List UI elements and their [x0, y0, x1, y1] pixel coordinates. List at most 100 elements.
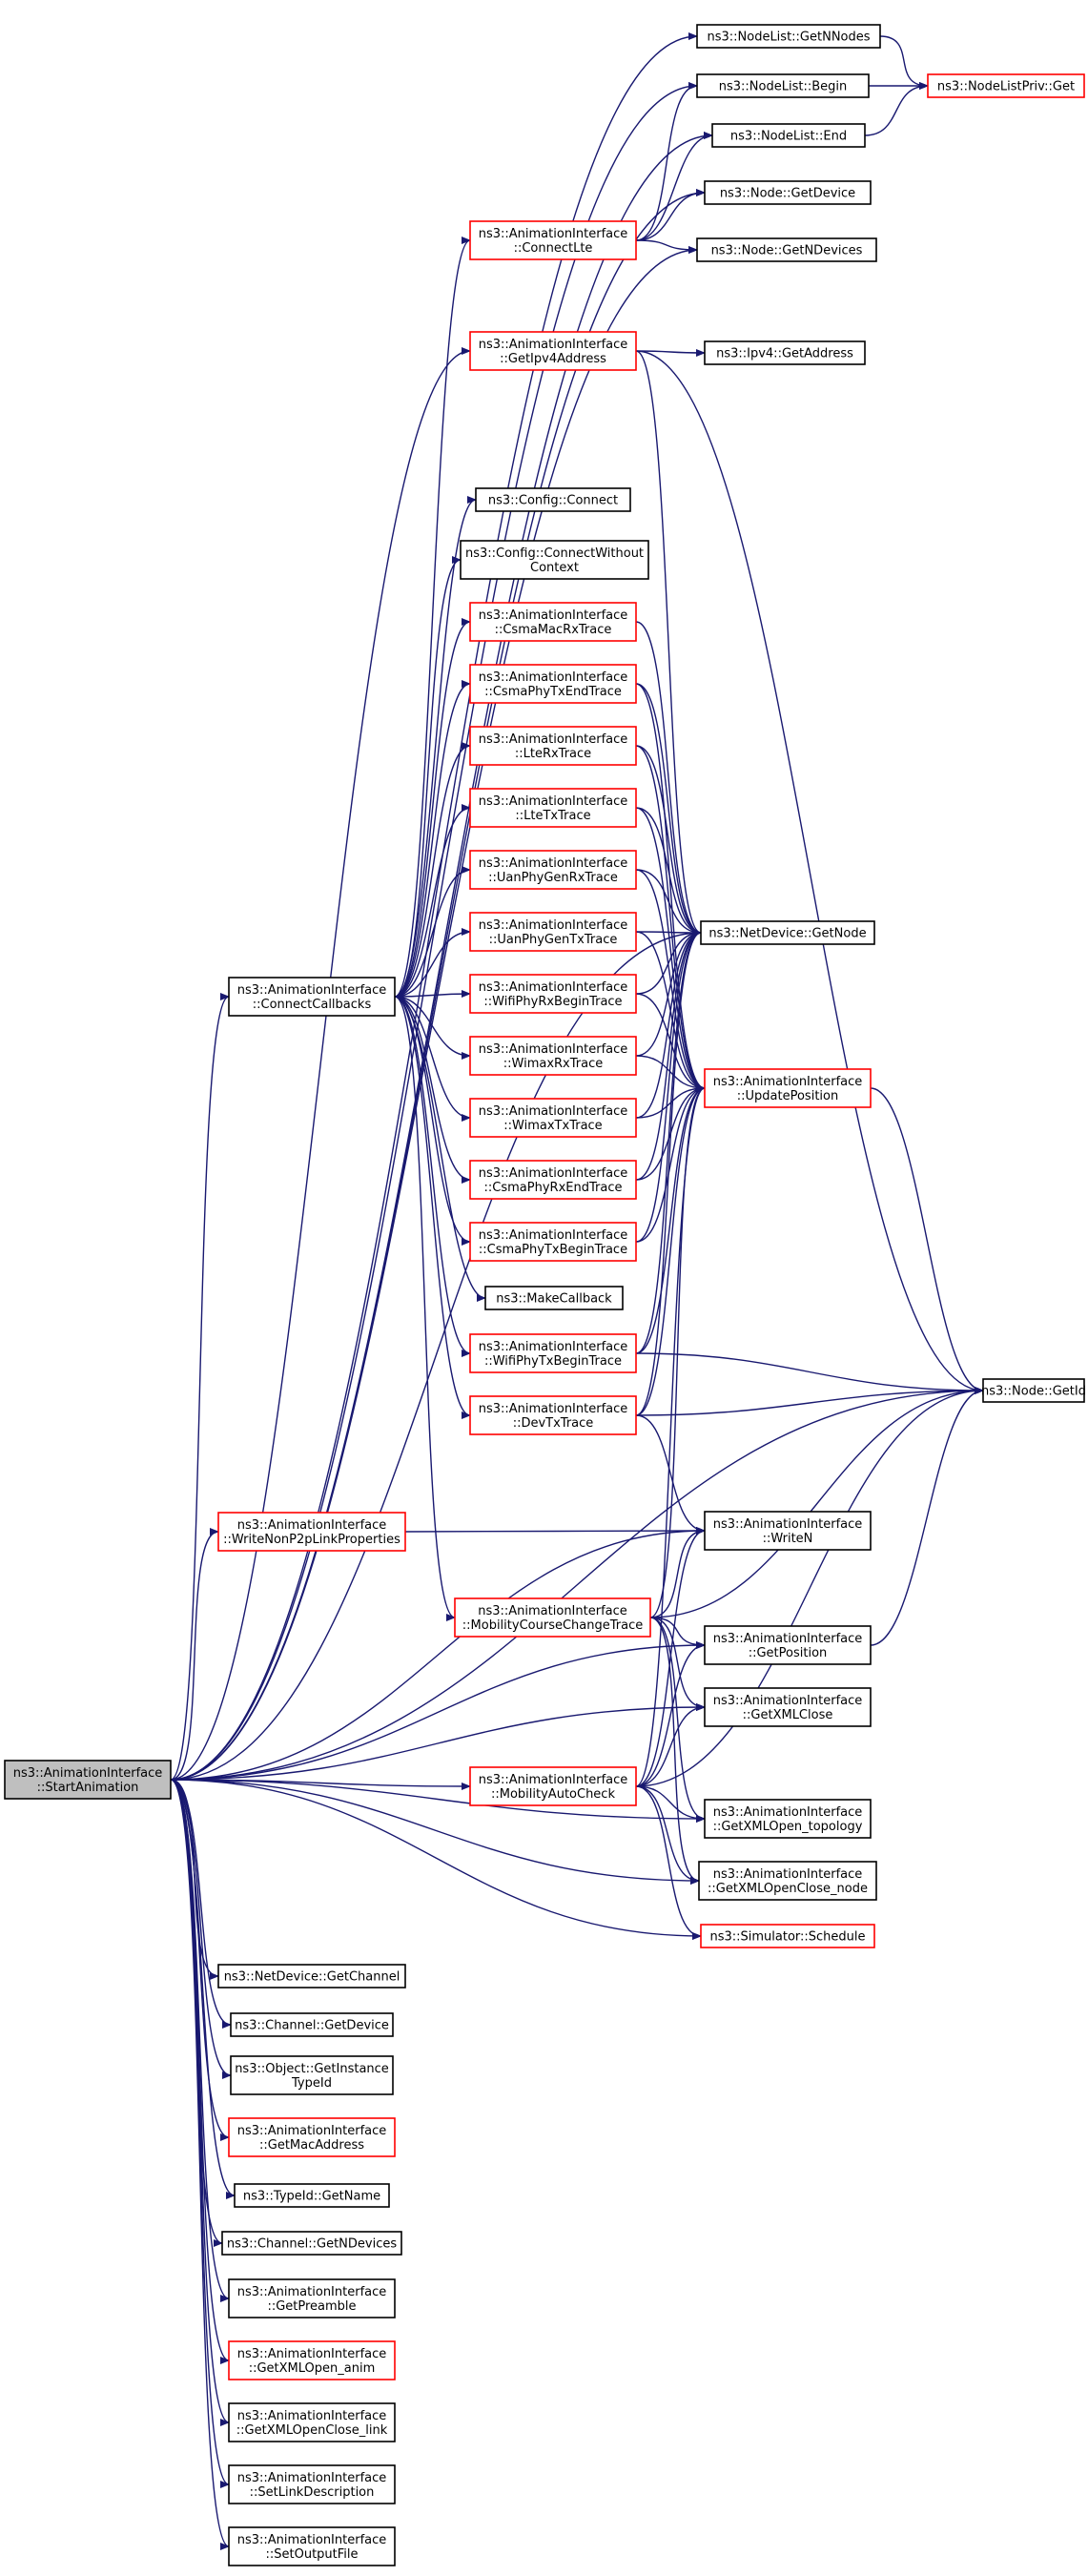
node-box: [228, 2340, 396, 2380]
edge-connectcb-to-connectlte: [394, 237, 471, 998]
edge-csmatxbegin-to-netdevgetnode: [635, 929, 702, 1243]
node-csmarxend[interactable]: ns3::AnimationInterface::CsmaPhyRxEndTra…: [469, 1160, 637, 1200]
node-label-line: ::WimaxTxTrace: [503, 1119, 602, 1133]
node-writenonp2p[interactable]: ns3::AnimationInterface::WriteNonP2pLink…: [217, 1512, 406, 1552]
edge-ltetx-to-updatepos: [635, 807, 706, 1092]
node-layer: ns3::AnimationInterface::StartAnimationn…: [4, 24, 1086, 2566]
node-uanrx[interactable]: ns3::AnimationInterface::UanPhyGenRxTrac…: [469, 850, 637, 890]
node-xmlopentopo[interactable]: ns3::AnimationInterface::GetXMLOpen_topo…: [704, 1799, 872, 1839]
node-ltetx[interactable]: ns3::AnimationInterface::LteTxTrace: [469, 788, 637, 828]
edge-mobauto-to-updatepos: [635, 1084, 706, 1787]
node-getnnodes[interactable]: ns3::NodeList::GetNNodes: [696, 24, 881, 49]
node-box: [228, 2526, 396, 2566]
edge-wifirxbegin-to-netdevgetnode: [635, 929, 702, 995]
edge-connectcb-to-csmarxend: [394, 996, 471, 1184]
node-getmac[interactable]: ns3::AnimationInterface::GetMacAddress: [228, 2117, 396, 2157]
node-writen[interactable]: ns3::AnimationInterface::WriteN: [704, 1511, 872, 1551]
node-label-line: ::GetXMLOpen_anim: [249, 2361, 376, 2376]
node-xmlopenanim[interactable]: ns3::AnimationInterface::GetXMLOpen_anim: [228, 2340, 396, 2380]
node-setlinkdesc[interactable]: ns3::AnimationInterface::SetLinkDescript…: [228, 2464, 396, 2504]
node-label-line: ns3::MakeCallback: [496, 1292, 612, 1307]
node-lterx[interactable]: ns3::AnimationInterface::LteRxTrace: [469, 726, 637, 766]
node-mobauto[interactable]: ns3::AnimationInterface::MobilityAutoChe…: [469, 1766, 637, 1806]
node-updatepos[interactable]: ns3::AnimationInterface::UpdatePosition: [704, 1068, 872, 1108]
node-ipv4getaddr[interactable]: ns3::Ipv4::GetAddress: [704, 340, 866, 365]
node-label-line: ns3::AnimationInterface: [713, 1075, 863, 1089]
node-getposition[interactable]: ns3::AnimationInterface::GetPosition: [704, 1625, 872, 1665]
edge-devtx-to-writen: [635, 1414, 706, 1535]
node-xmlopencloselink[interactable]: ns3::AnimationInterface::GetXMLOpenClose…: [228, 2402, 396, 2442]
node-nlprivget[interactable]: ns3::NodeListPriv::Get: [927, 73, 1085, 98]
node-csmamacrx[interactable]: ns3::AnimationInterface::CsmaMacRxTrace: [469, 602, 637, 642]
node-xmlopenclosenode[interactable]: ns3::AnimationInterface::GetXMLOpenClose…: [698, 1861, 877, 1901]
node-nodegetndev[interactable]: ns3::Node::GetNDevices: [696, 237, 877, 262]
node-setoutput[interactable]: ns3::AnimationInterface::SetOutputFile: [228, 2526, 396, 2566]
node-label-line: ::MobilityCourseChangeTrace: [462, 1618, 643, 1633]
node-schedule[interactable]: ns3::Simulator::Schedule: [700, 1924, 875, 1948]
node-csmatxbegin[interactable]: ns3::AnimationInterface::CsmaPhyTxBeginT…: [469, 1222, 637, 1262]
node-box: [221, 2231, 402, 2256]
node-makecallback[interactable]: ns3::MakeCallback: [484, 1286, 624, 1310]
edge-connectcb-to-csmamacrx: [394, 618, 471, 998]
node-cfgconnect[interactable]: ns3::Config::Connect: [475, 487, 631, 512]
node-box: [469, 1333, 637, 1373]
node-devtx[interactable]: ns3::AnimationInterface::DevTxTrace: [469, 1395, 637, 1435]
node-label-line: ::DevTxTrace: [513, 1416, 594, 1431]
node-label-line: ns3::NodeListPriv::Get: [937, 80, 1075, 94]
node-label-line: ns3::AnimationInterface: [479, 670, 628, 685]
edge-uanrx-to-netdevgetnode: [635, 869, 702, 937]
node-box: [475, 487, 631, 512]
node-label-line: ns3::Node::GetNDevices: [711, 244, 863, 258]
node-chgetndev[interactable]: ns3::Channel::GetNDevices: [221, 2231, 402, 2256]
node-wimaxrx[interactable]: ns3::AnimationInterface::WimaxRxTrace: [469, 1036, 637, 1076]
node-label-line: ::WriteNonP2pLinkProperties: [223, 1533, 400, 1547]
node-label-line: ns3::AnimationInterface: [237, 2347, 387, 2361]
node-uantx[interactable]: ns3::AnimationInterface::UanPhyGenTxTrac…: [469, 912, 637, 952]
node-wifitxbegin[interactable]: ns3::AnimationInterface::WifiPhyTxBeginT…: [469, 1333, 637, 1373]
node-getpreamble[interactable]: ns3::AnimationInterface::GetPreamble: [228, 2278, 396, 2318]
node-box: [469, 1098, 637, 1138]
node-start[interactable]: ns3::AnimationInterface::StartAnimation: [4, 1760, 172, 1800]
node-connectcb[interactable]: ns3::AnimationInterface::ConnectCallback…: [228, 977, 396, 1017]
edge-csmaphytxend-to-netdevgetnode: [635, 683, 702, 937]
node-label-line: ::WifiPhyRxBeginTrace: [483, 995, 622, 1009]
node-connectlte[interactable]: ns3::AnimationInterface::ConnectLte: [469, 220, 637, 260]
node-label-line: ns3::AnimationInterface: [479, 227, 628, 241]
node-getxmlclose[interactable]: ns3::AnimationInterface::GetXMLClose: [704, 1687, 872, 1727]
node-netdevgetch[interactable]: ns3::NetDevice::GetChannel: [217, 1964, 406, 1989]
node-label-line: ::CsmaPhyTxBeginTrace: [479, 1243, 627, 1257]
node-box: [704, 1799, 872, 1839]
node-label-line: ::WriteN: [763, 1532, 813, 1546]
node-box: [711, 123, 866, 148]
node-nlend[interactable]: ns3::NodeList::End: [711, 123, 866, 148]
node-nlbegin[interactable]: ns3::NodeList::Begin: [696, 73, 870, 98]
node-box: [704, 1511, 872, 1551]
node-getipv4[interactable]: ns3::AnimationInterface::GetIpv4Address: [469, 331, 637, 371]
edge-connectcb-to-wifitxbegin: [394, 996, 471, 1357]
node-netdevgetnode[interactable]: ns3::NetDevice::GetNode: [700, 920, 875, 945]
node-box: [234, 2183, 390, 2208]
edge-mobcourse-to-getposition: [649, 1617, 706, 1649]
node-mobcourse[interactable]: ns3::AnimationInterface::MobilityCourseC…: [454, 1597, 651, 1638]
node-label-line: ns3::AnimationInterface: [479, 980, 628, 995]
node-box: [469, 974, 637, 1014]
node-typeidgetname[interactable]: ns3::TypeId::GetName: [234, 2183, 390, 2208]
node-wimaxtx[interactable]: ns3::AnimationInterface::WimaxTxTrace: [469, 1098, 637, 1138]
node-nodegetid[interactable]: ns3::Node::GetId: [981, 1378, 1086, 1403]
edge-connectcb-to-ltetx: [394, 804, 471, 998]
node-label-line: ns3::Node::GetDevice: [720, 187, 855, 201]
edge-mobauto-to-schedule: [635, 1785, 702, 1940]
edge-connectcb-to-lterx: [394, 742, 471, 998]
node-label-line: ns3::AnimationInterface: [713, 1517, 863, 1532]
edge-connectlte-to-nodegetndev: [635, 239, 698, 254]
node-nodegetdev[interactable]: ns3::Node::GetDevice: [704, 180, 872, 205]
node-box: [696, 237, 877, 262]
node-wifirxbegin[interactable]: ns3::AnimationInterface::WifiPhyRxBeginT…: [469, 974, 637, 1014]
node-box: [469, 220, 637, 260]
node-label-line: ::UanPhyGenTxTrace: [489, 933, 618, 947]
node-chgetdev[interactable]: ns3::Channel::GetDevice: [230, 2012, 394, 2037]
edge-layer: [170, 32, 984, 2550]
node-csmaphytxend[interactable]: ns3::AnimationInterface::CsmaPhyTxEndTra…: [469, 664, 637, 704]
